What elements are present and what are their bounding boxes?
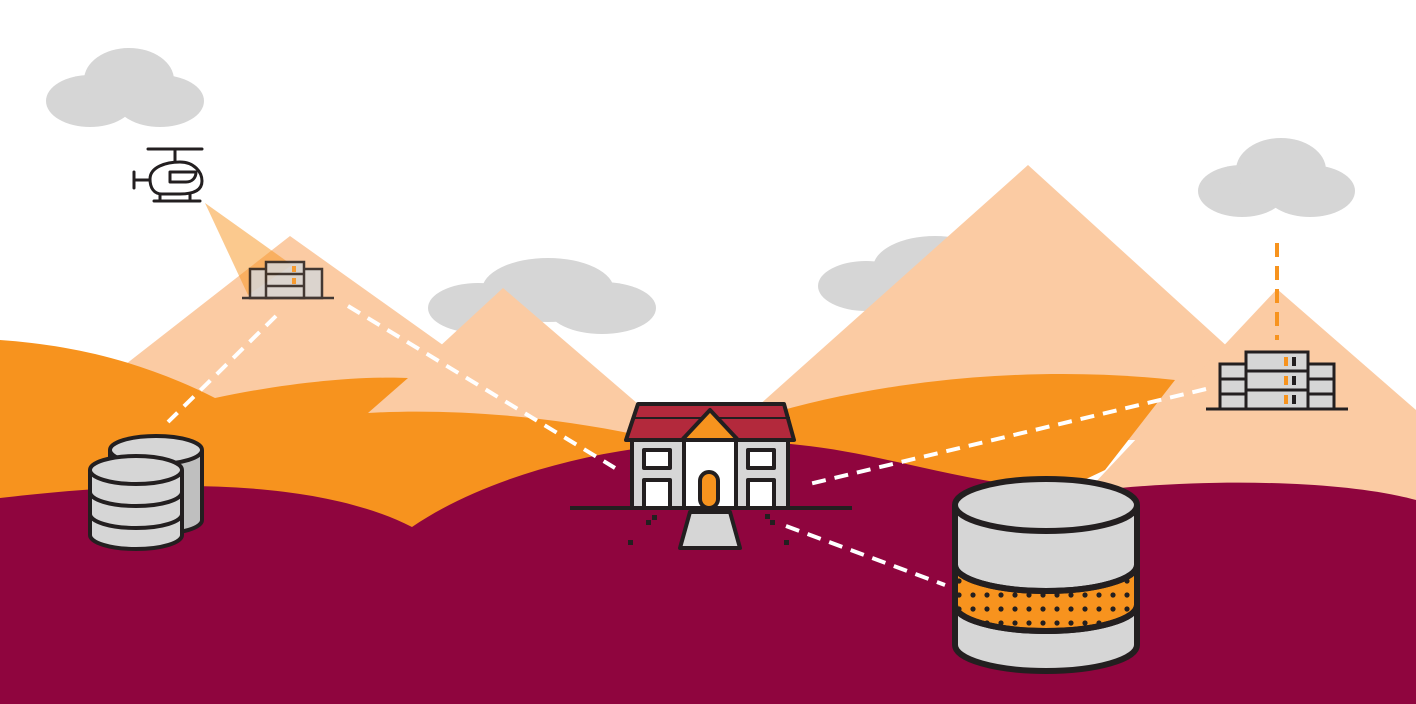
link-server-building [346,304,617,470]
large-database-icon [952,476,1140,674]
server-rack-icon [242,260,334,300]
mountain-left [80,236,520,400]
mountain-right [720,165,1330,440]
helicopter-icon [132,147,204,203]
link-building-large-database [785,524,946,587]
link-server-database [166,314,278,424]
remote-server-rack-icon [1206,350,1348,411]
mountain-center [360,288,680,440]
campus-building-icon [570,402,852,550]
cloud-top-left [46,48,204,127]
connection-lines [166,304,1207,587]
cloud-top-right [1198,138,1355,217]
database-icon [88,434,204,551]
